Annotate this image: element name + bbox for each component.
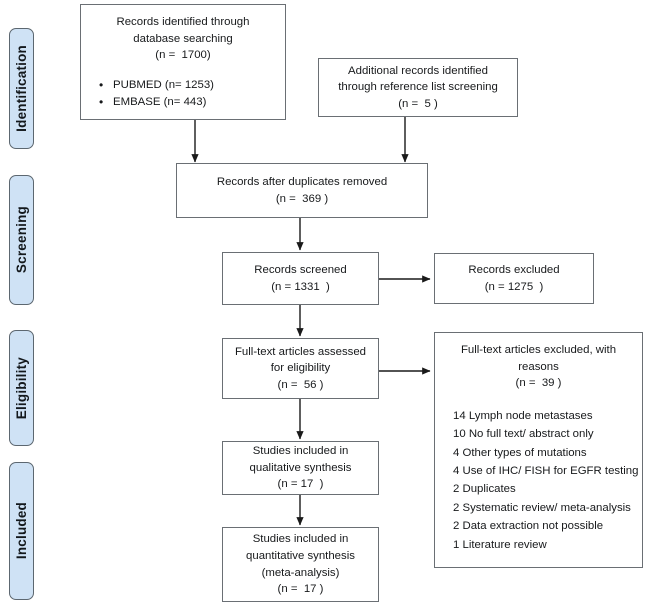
node-line: (meta-analysis)	[261, 566, 340, 579]
list-item: EMBASE (n= 443)	[99, 93, 279, 112]
stage-pill-eligibility: Eligibility	[9, 330, 34, 446]
node-quantitative-synthesis: Studies included in quantitative synthes…	[222, 527, 379, 602]
list-item: 2 Systematic review/ meta-analysis	[453, 501, 631, 514]
stage-pill-identification: Identification	[9, 28, 34, 149]
node-line: Records excluded	[468, 263, 560, 276]
node-fulltext-assessed: Full-text articles assessed for eligibil…	[222, 338, 379, 399]
node-records-screened: Records screened (n = 1331 )	[222, 252, 379, 305]
stage-label-eligibility: Eligibility	[14, 356, 29, 420]
node-line: through reference list screening	[338, 81, 498, 94]
node-line: Full-text articles excluded, with	[460, 344, 617, 356]
list-item: PUBMED (n= 1253)	[99, 76, 279, 95]
node-line: reasons	[518, 360, 559, 373]
node-line: (n = 1331 )	[271, 280, 330, 293]
node-line: (n = 1700)	[155, 49, 211, 62]
node-line: Additional records identified	[348, 64, 488, 77]
exclusion-reasons-list: 14 Lymph node metastases 10 No full text…	[441, 407, 639, 555]
node-line: (n = 17 )	[277, 583, 324, 596]
node-line: (n = 17 )	[277, 478, 324, 491]
list-item: 10 No full text/ abstract only	[453, 428, 594, 441]
node-line: quantitative synthesis	[246, 549, 355, 562]
list-item: 4 Other types of mutations	[453, 446, 587, 459]
node-line: (n = 1275 )	[484, 280, 544, 293]
node-records-excluded: Records excluded (n = 1275 )	[434, 253, 594, 304]
node-heading: Full-text articles excluded, with reason…	[441, 342, 636, 392]
stage-pill-included: Included	[9, 462, 34, 600]
stage-label-identification: Identification	[14, 45, 29, 132]
node-additional-records: Additional records identified through re…	[318, 58, 518, 117]
database-source-list: PUBMED (n= 1253) EMBASE (n= 443)	[87, 76, 279, 112]
list-item: 14 Lymph node metastases	[453, 409, 593, 422]
node-line: Studies included in	[252, 533, 349, 546]
node-line: (n = 369 )	[275, 192, 329, 205]
node-line: Records after duplicates removed	[216, 175, 388, 188]
node-line: qualitative synthesis	[249, 461, 352, 474]
node-line: Records identified through	[116, 16, 250, 28]
node-line: (n = 5 )	[398, 97, 438, 110]
node-heading: Records identified through database sear…	[87, 14, 279, 64]
node-qualitative-synthesis: Studies included in qualitative synthesi…	[222, 441, 379, 495]
node-line: (n = 39 )	[515, 377, 562, 390]
stage-pill-screening: Screening	[9, 175, 34, 305]
node-line: Studies included in	[252, 445, 349, 458]
list-item: 2 Data extraction not possible	[453, 520, 604, 533]
list-item: 2 Duplicates	[453, 483, 516, 496]
node-duplicates-removed: Records after duplicates removed (n = 36…	[176, 163, 428, 218]
node-line: for eligibility	[270, 362, 331, 375]
node-fulltext-excluded: Full-text articles excluded, with reason…	[434, 332, 643, 568]
node-line: Full-text articles assessed	[234, 345, 367, 358]
node-records-identified-database: Records identified through database sear…	[80, 4, 286, 120]
list-item: 4 Use of IHC/ FISH for EGFR testing	[453, 465, 639, 477]
node-line: database searching	[133, 32, 233, 45]
stage-label-screening: Screening	[14, 206, 29, 274]
node-line: (n = 56 )	[277, 378, 324, 391]
stage-label-included: Included	[14, 502, 29, 560]
node-line: Records screened	[254, 263, 347, 276]
list-item: 1 Literature review	[453, 538, 547, 551]
